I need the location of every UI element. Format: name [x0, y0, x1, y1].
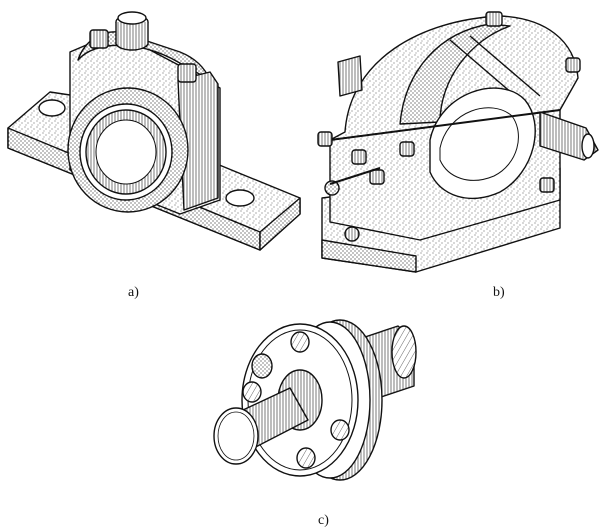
gear-reducer-housing-icon: [317, 11, 599, 273]
flange-coupling-icon: [213, 319, 417, 481]
pillow-block-bearing-icon: [7, 11, 301, 251]
caption-b: b): [493, 285, 505, 300]
caption-c: c): [318, 513, 329, 528]
caption-a: a): [128, 285, 139, 300]
